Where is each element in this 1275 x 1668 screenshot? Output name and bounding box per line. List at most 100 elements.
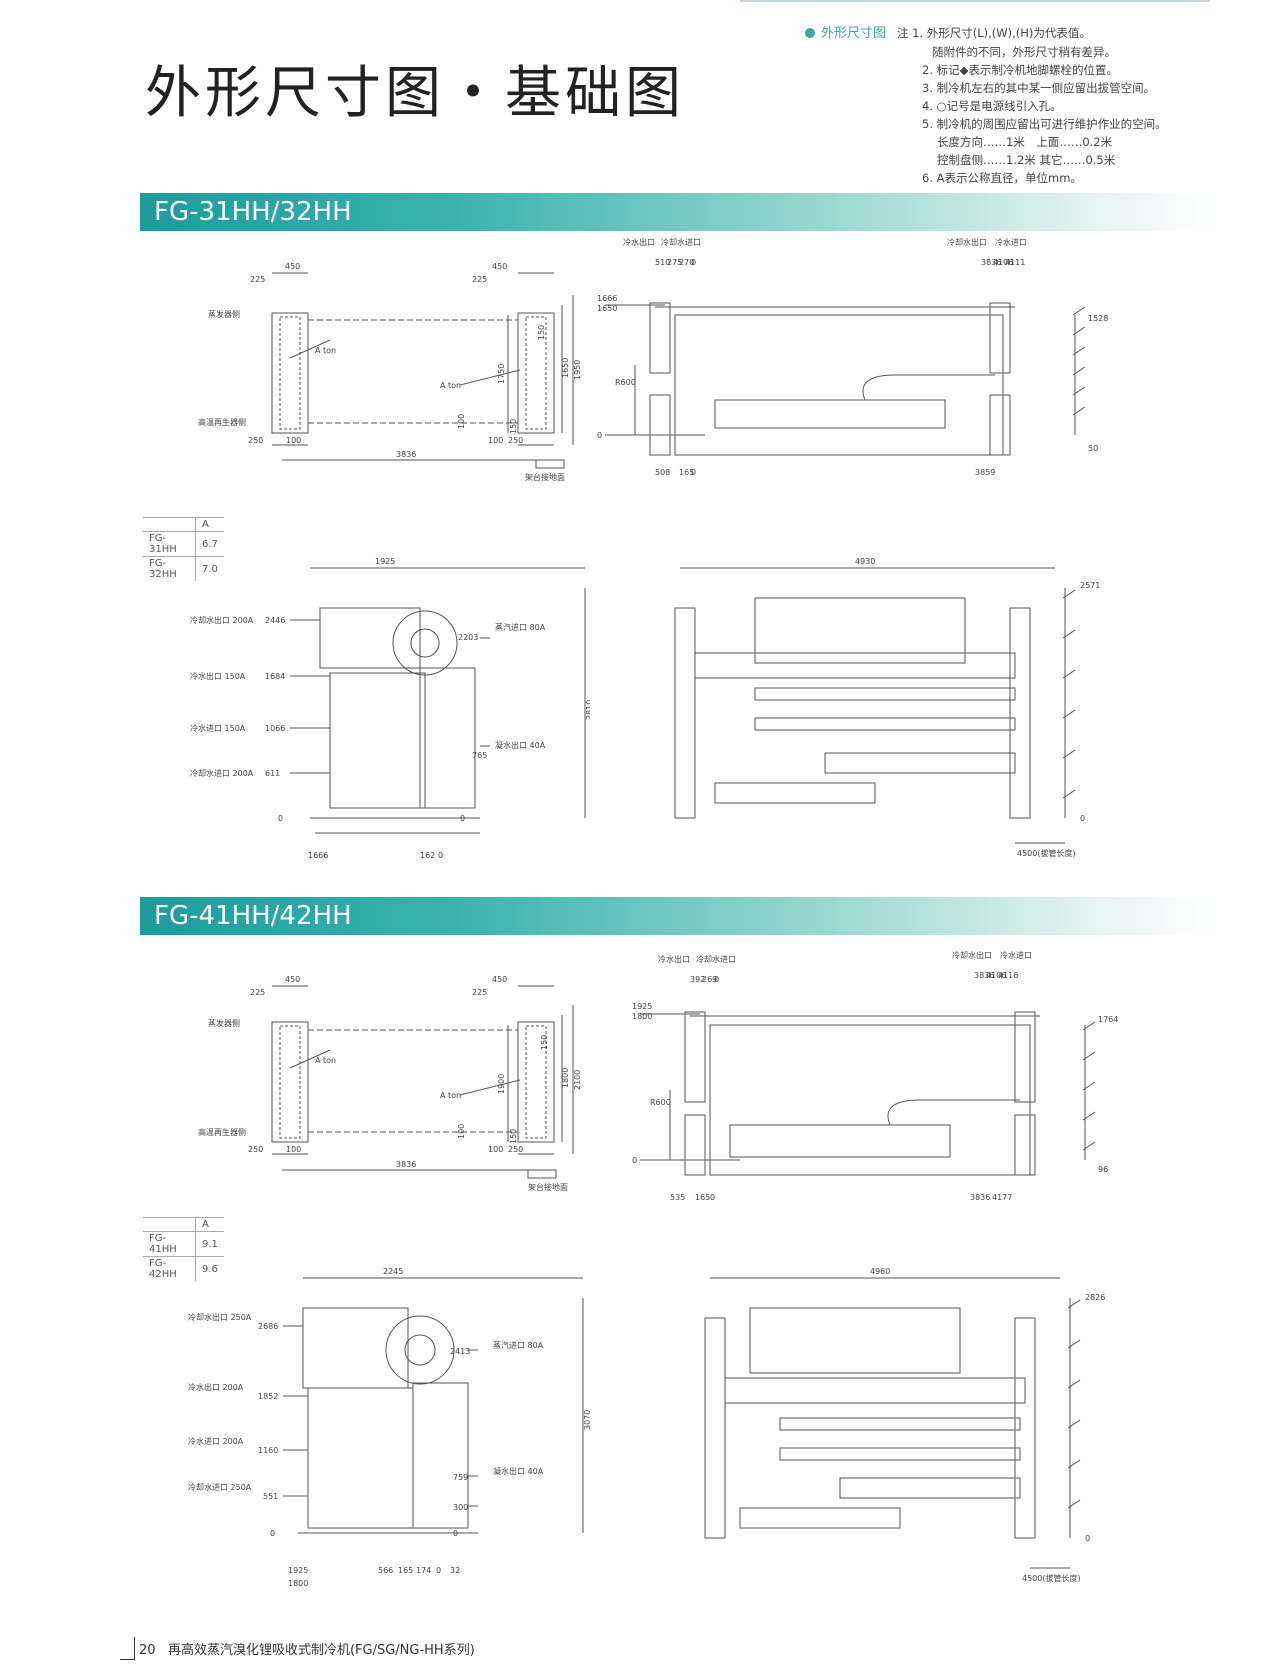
dim-label: 冷水进口 200A	[188, 1436, 244, 1446]
dim-label: A ton	[315, 1056, 336, 1065]
dim-label: 架台接地面	[528, 1182, 568, 1192]
dim-label: 3070	[583, 1410, 592, 1430]
dim-label: 2245	[383, 1268, 403, 1276]
dim-label: 2810	[585, 700, 590, 720]
dim-label: 1800	[632, 1012, 652, 1021]
dim-label: 4111	[1005, 258, 1025, 267]
note-line: 5. 制冷机的周围应留出可进行维护作业的空间。	[922, 117, 1167, 131]
front-elevation-drawing: 1925 2810 冷却水出口 200A 冷水出口 150A 冷水进口 150A…	[190, 558, 590, 860]
dim-label: 2100	[573, 1070, 582, 1090]
dim-label: A ton	[315, 346, 336, 355]
dim-label: 3836	[981, 258, 1001, 267]
dim-label: 1950	[573, 360, 582, 380]
dim-label: 冷却水进口	[661, 237, 701, 247]
dim-label: 1852	[258, 1392, 278, 1401]
table-cell: 9.1	[195, 1231, 224, 1257]
dim-label: 1650	[597, 304, 617, 313]
dim-label: 1764	[1098, 1015, 1118, 1024]
dim-label: 510	[655, 258, 670, 267]
dim-label: 冷却水出口 200A	[190, 615, 254, 625]
dim-label: 4930	[855, 558, 875, 566]
dim-label: A ton	[440, 1091, 461, 1100]
notes-block: 外形尺寸图 注 1. 外形尺寸(L),(W),(H)为代表值。 随附件的不同，外…	[805, 24, 1167, 187]
bullet-icon	[805, 28, 815, 38]
dim-label: 2826	[1085, 1293, 1105, 1302]
page-title: 外形尺寸图・基础图	[145, 61, 685, 126]
dim-label: 765	[472, 751, 487, 760]
dim-label: A ton	[440, 381, 461, 390]
dim-label: 1528	[1088, 314, 1108, 323]
section-band: FG-31HH/32HH	[140, 193, 1215, 231]
dim-label: 冷却水出口	[947, 237, 987, 247]
dim-label: 4106	[993, 258, 1013, 267]
note-line: 4. ○记号是电源线引入孔。	[922, 99, 1062, 113]
dim-label: 1900	[497, 1074, 506, 1094]
section-label: FG-31HH/32HH	[154, 197, 352, 227]
table-cell: FG-32HH	[143, 556, 196, 581]
notes-prefix: 注	[896, 26, 909, 40]
dim-label: 1066	[265, 724, 285, 733]
dim-label: 0	[460, 814, 465, 823]
dim-label: 冷却水出口 250A	[188, 1312, 252, 1322]
table-header: A	[195, 1217, 224, 1232]
dim-label: 冷水出口	[623, 237, 655, 247]
table-cell: FG-31HH	[143, 531, 196, 557]
dim-label: 165	[679, 468, 694, 477]
dim-label: 冷水进口	[1000, 950, 1032, 960]
dim-label: 3836	[970, 1193, 990, 1202]
dim-label: 0	[278, 814, 283, 823]
dim-label: 3836	[396, 1160, 416, 1169]
dim-label: 0	[1085, 1534, 1090, 1543]
dim-label: 4106	[986, 971, 1006, 980]
dim-label: 535	[670, 1193, 685, 1202]
top-rule	[740, 0, 1210, 2]
dim-label: 蒸发器侧	[208, 309, 240, 319]
dim-label: 165	[695, 1193, 710, 1202]
dim-label: 1650	[561, 358, 570, 378]
dim-label: 32	[450, 1566, 460, 1575]
dim-label: 50	[1088, 444, 1098, 453]
dim-label: 3836	[396, 450, 416, 459]
footer-rule	[120, 1637, 135, 1660]
dim-label: 冷却水进口 250A	[188, 1482, 252, 1492]
dim-label: 2571	[1080, 581, 1100, 590]
dim-label: R600	[615, 378, 636, 387]
dim-label: 300	[453, 1503, 468, 1512]
dim-label: 225	[472, 275, 487, 284]
dim-label: 551	[263, 1492, 278, 1501]
dim-label: 1750	[497, 364, 506, 384]
dim-label: 冷却水出口	[952, 950, 992, 960]
dim-label: 165	[398, 1566, 413, 1575]
dim-label: 759	[453, 1473, 468, 1482]
dim-label: 1666	[308, 851, 328, 860]
dim-label: 100	[286, 1145, 301, 1154]
side-elevation-drawing: 冷水出口 冷却水进口 冷却水出口 冷水进口 392 269 0 3836 410…	[632, 950, 1118, 1202]
note-line: 3. 制冷机左右的其中某一侧应留出拔管空间。	[922, 81, 1156, 95]
dim-label: 高温再生器侧	[198, 417, 246, 427]
top-view-drawing: 4930 2571 4500(拔管长度) 0	[674, 558, 1100, 858]
footer-text: 再高效蒸汽溴化锂吸收式制冷机(FG/SG/NG-HH系列)	[167, 1643, 475, 1658]
side-elevation-drawing: 冷水出口 冷却水进口 冷却水出口 冷水进口 510 275 270 0 3836…	[597, 237, 1108, 477]
dim-label: 392	[690, 975, 705, 984]
dim-label: 2446	[265, 616, 285, 625]
dim-label: 0	[597, 431, 602, 440]
dim-label: 174	[416, 1566, 431, 1575]
dim-label: 150	[540, 1035, 549, 1050]
dim-label: 0	[710, 1193, 715, 1202]
dim-label: 0	[714, 975, 719, 984]
dim-label: 1800	[561, 1068, 570, 1088]
dim-label: 1160	[258, 1446, 278, 1455]
section-label: FG-41HH/42HH	[154, 901, 352, 931]
dim-label: 508	[655, 468, 670, 477]
dim-label: 高温再生器侧	[198, 1127, 246, 1137]
dim-label: 蒸汽进口 80A	[495, 622, 546, 632]
dim-label: R600	[650, 1098, 671, 1107]
dim-label: 275	[667, 258, 682, 267]
table-cell: FG-41HH	[143, 1231, 196, 1257]
dim-label: 225	[250, 275, 265, 284]
dim-label: 270	[679, 258, 694, 267]
dim-label: 100	[488, 1145, 503, 1154]
table-cell: 9.6	[195, 1256, 224, 1281]
